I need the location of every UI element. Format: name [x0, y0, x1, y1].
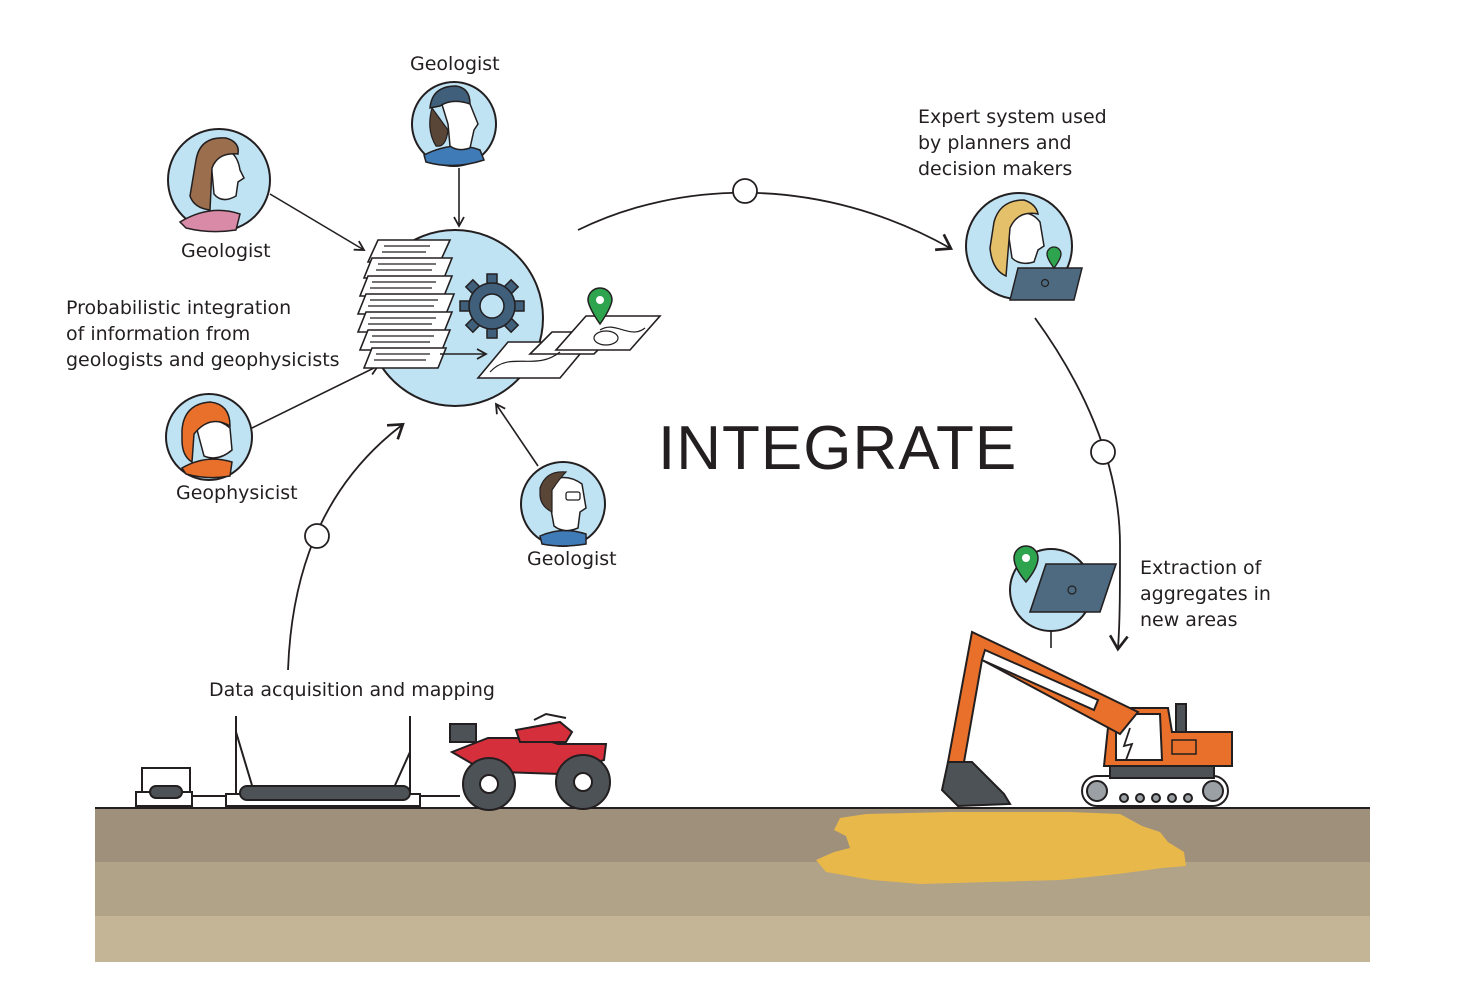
geophysicist-label: Geophysicist [176, 482, 298, 504]
flow-nodes [304, 178, 1116, 549]
gear-icon [459, 273, 525, 339]
geologist-top-avatar [411, 81, 497, 167]
integration-hub [356, 229, 662, 407]
laptop-icon [1009, 267, 1083, 301]
atv-icon [449, 712, 611, 811]
planner-avatar [965, 192, 1083, 301]
extraction-description: Extraction of aggregates in new areas [1140, 557, 1271, 631]
excavator-icon [940, 630, 1233, 808]
data-acquisition-label: Data acquisition and mapping [209, 679, 495, 701]
sensor-sled-icon [135, 716, 460, 807]
geologist-left-label: Geologist [181, 240, 271, 262]
geologist-left-avatar [167, 128, 271, 233]
laptop-icon [1028, 563, 1118, 613]
geophysicist-avatar [165, 393, 253, 481]
geologist-bottom-label: Geologist [527, 548, 617, 570]
integration-description: Probabilistic integration of information… [66, 297, 340, 371]
integrate-title: INTEGRATE [658, 414, 1018, 483]
input-arrows [251, 168, 539, 467]
expert-system-description: Expert system used by planners and decis… [918, 106, 1107, 180]
ground-layers [95, 807, 1370, 962]
map-pin-icon [587, 287, 613, 326]
geologist-bottom-avatar [520, 461, 606, 547]
document-stack-icon [356, 239, 456, 369]
aggregate-deposit [816, 812, 1186, 884]
geologist-top-label: Geologist [410, 53, 500, 75]
extraction-device [1009, 545, 1118, 648]
map-sheets [476, 315, 662, 379]
